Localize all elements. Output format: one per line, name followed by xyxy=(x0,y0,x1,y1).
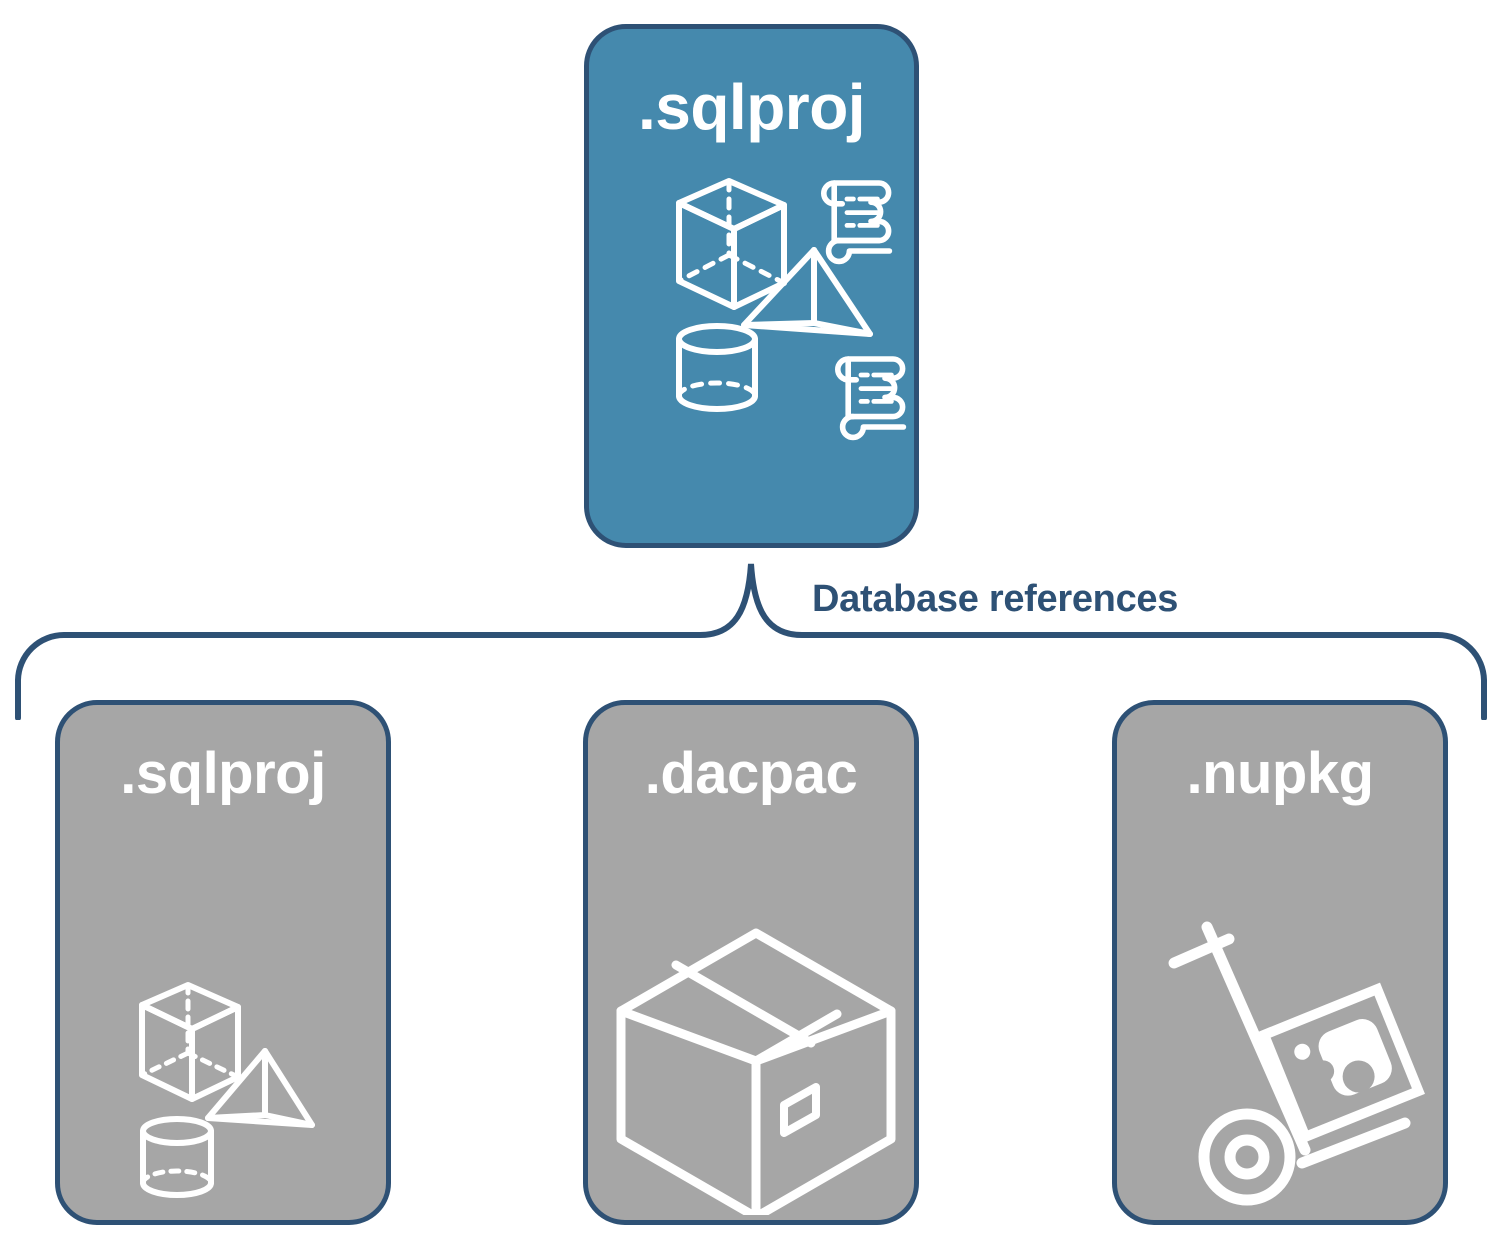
root-card-title: .sqlproj xyxy=(637,71,866,143)
child-card-nupkg[interactable]: .nupkg xyxy=(1112,700,1448,1225)
wireframe-cylinder-icon xyxy=(140,1116,214,1198)
database-references-brace xyxy=(15,563,1487,720)
wireframe-cylinder-icon xyxy=(676,323,758,412)
child-card-icon-group-nupkg xyxy=(1168,921,1425,1206)
root-card-icon-group xyxy=(676,178,907,441)
package-box-icon xyxy=(616,928,896,1215)
hand-truck-nuget-package-icon xyxy=(1168,921,1425,1206)
child-card-icon-group-sqlproj xyxy=(139,982,315,1198)
database-references-label: Database references xyxy=(812,578,1179,620)
wireframe-cube-icon xyxy=(139,982,241,1102)
wireframe-cube-icon xyxy=(676,178,787,310)
sql-script-scroll-icon xyxy=(835,356,907,441)
wireframe-pyramid-icon xyxy=(205,1048,315,1128)
wireframe-pyramid-icon xyxy=(741,247,873,337)
child-card-title-sqlproj: .sqlproj xyxy=(120,741,326,806)
child-card-icon-group-dacpac xyxy=(616,928,896,1215)
child-card-title-nupkg: .nupkg xyxy=(1186,741,1374,806)
child-card-title-dacpac: .dacpac xyxy=(644,741,858,806)
sql-script-scroll-icon xyxy=(821,180,893,265)
root-card-sqlproj[interactable]: .sqlproj xyxy=(584,24,919,548)
child-card-sqlproj[interactable]: .sqlproj xyxy=(55,700,391,1225)
child-card-dacpac[interactable]: .dacpac xyxy=(583,700,919,1225)
